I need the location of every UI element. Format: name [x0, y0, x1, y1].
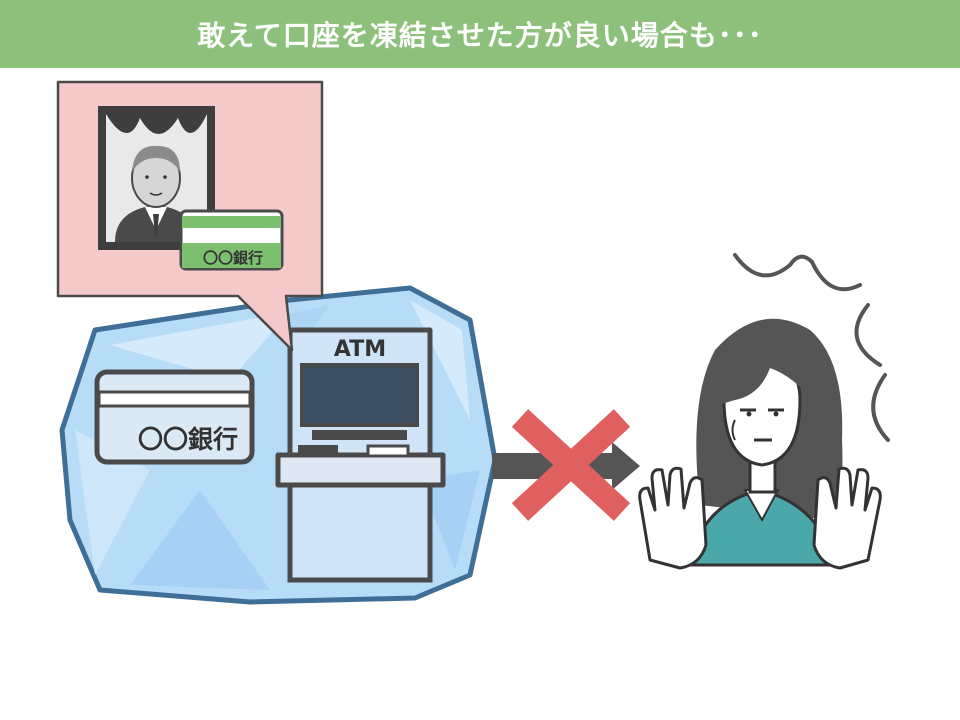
bank-card-label: 〇〇銀行	[138, 425, 238, 454]
title-banner: 敢えて口座を凍結させた方が良い場合も･･･	[0, 0, 960, 68]
atm-machine: ATM	[275, 327, 446, 583]
atm-screen	[300, 363, 419, 427]
atm-label: ATM	[334, 337, 386, 362]
bubble-card-label: 〇〇銀行	[203, 249, 263, 267]
bank-card: 〇〇銀行	[94, 369, 255, 465]
woman-refusing	[638, 318, 882, 570]
cross-icon	[511, 409, 631, 521]
memorial-portrait	[98, 106, 215, 250]
stress-arcs	[733, 253, 890, 442]
speech-bubble: 〇〇銀行	[56, 80, 324, 352]
bubble-bank-card: 〇〇銀行	[179, 209, 284, 271]
page-title: 敢えて口座を凍結させた方が良い場合も･･･	[197, 19, 763, 52]
